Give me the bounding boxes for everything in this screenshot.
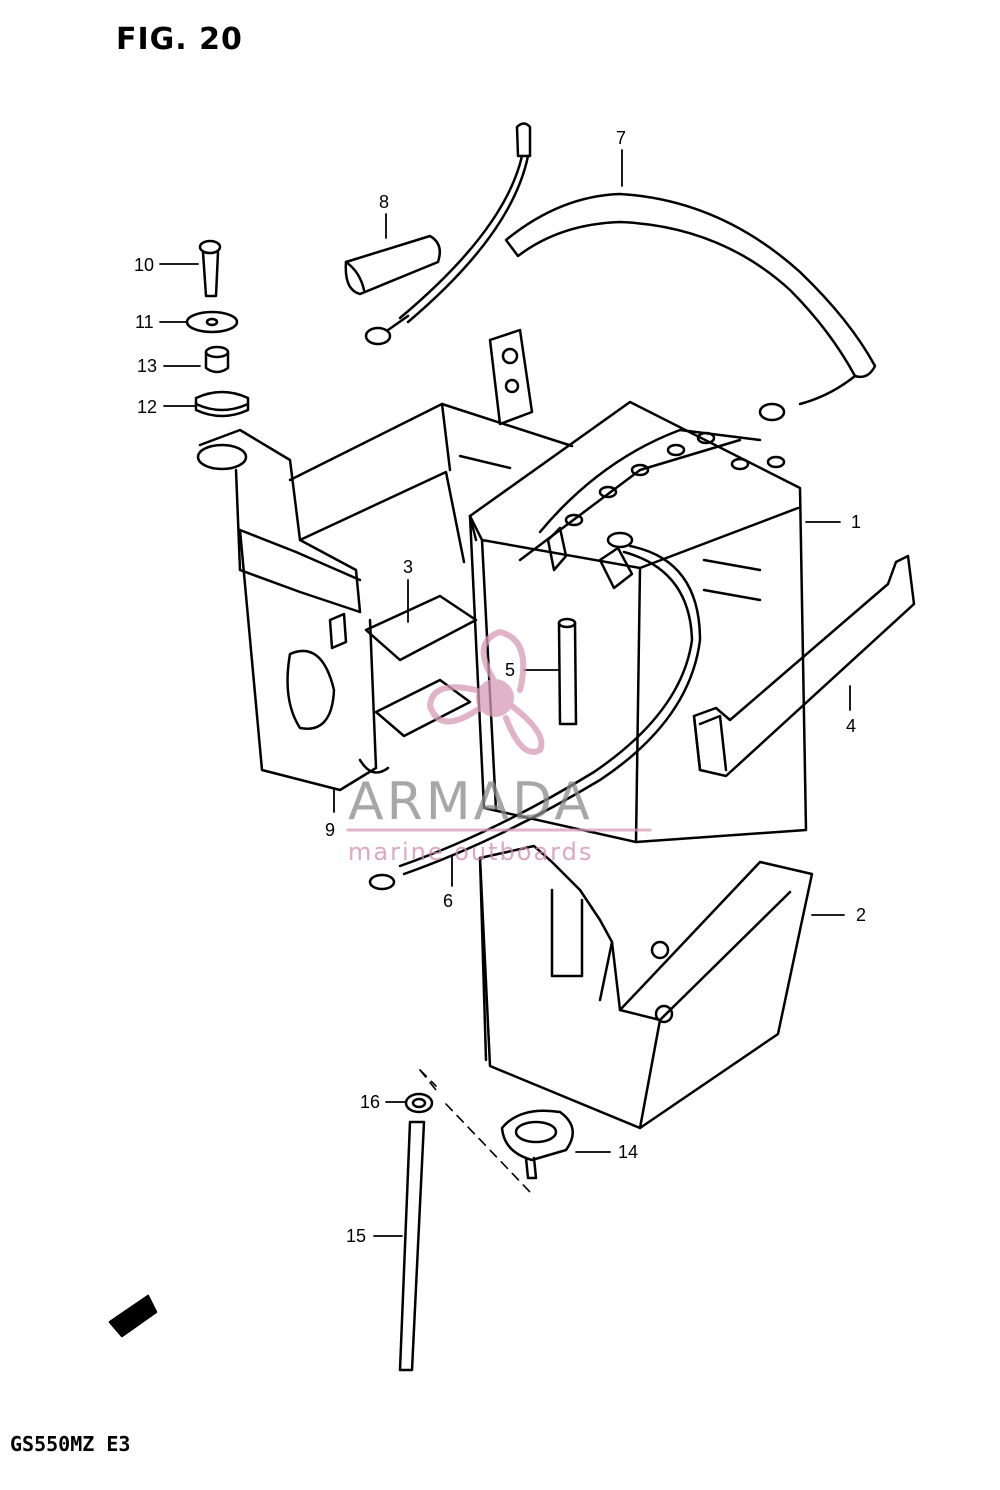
callout-13: 13 xyxy=(137,356,158,376)
callout-1: 1 xyxy=(851,512,862,532)
watermark-brand: ARMADA xyxy=(348,772,593,832)
callout-15: 15 xyxy=(346,1226,367,1246)
callout-3: 3 xyxy=(403,557,414,577)
figure-title: FIG. 20 xyxy=(116,22,243,57)
washer-part xyxy=(185,310,239,334)
callout-4: 4 xyxy=(846,716,857,736)
callout-5: 5 xyxy=(505,660,516,680)
battery-band-part xyxy=(692,554,916,778)
breather-pipe-part xyxy=(557,617,578,726)
collar-part xyxy=(204,345,230,374)
callout-10: 10 xyxy=(134,255,155,275)
terminal-cover-part xyxy=(344,234,441,296)
watermark-tagline: marine outboards xyxy=(348,838,594,866)
front-arrow-icon xyxy=(108,1294,158,1338)
cushion-part xyxy=(194,390,250,418)
callout-12: 12 xyxy=(137,397,158,417)
callout-6: 6 xyxy=(443,891,454,911)
callout-16: 16 xyxy=(360,1092,381,1112)
watermark-logo-icon xyxy=(427,629,545,755)
drain-hose-part xyxy=(398,1120,426,1372)
negative-cable-part xyxy=(368,531,702,891)
callout-8: 8 xyxy=(379,192,390,212)
model-code: GS550MZ E3 xyxy=(10,1432,131,1456)
battery-case-part xyxy=(478,844,814,1130)
case-cushion-part xyxy=(500,1109,574,1180)
battery-part xyxy=(468,400,808,844)
callout-11: 11 xyxy=(135,312,154,332)
hose-clamp-part xyxy=(404,1092,434,1114)
bolt-part xyxy=(198,239,222,298)
callout-14: 14 xyxy=(618,1142,639,1162)
callout-7: 7 xyxy=(616,128,627,148)
callout-9: 9 xyxy=(325,820,336,840)
callout-leaders xyxy=(159,149,851,1237)
callout-2: 2 xyxy=(856,905,867,925)
battery-bracket-part xyxy=(196,328,574,792)
assembly-guide-lines xyxy=(419,1069,531,1193)
positive-cable-part xyxy=(364,122,877,422)
